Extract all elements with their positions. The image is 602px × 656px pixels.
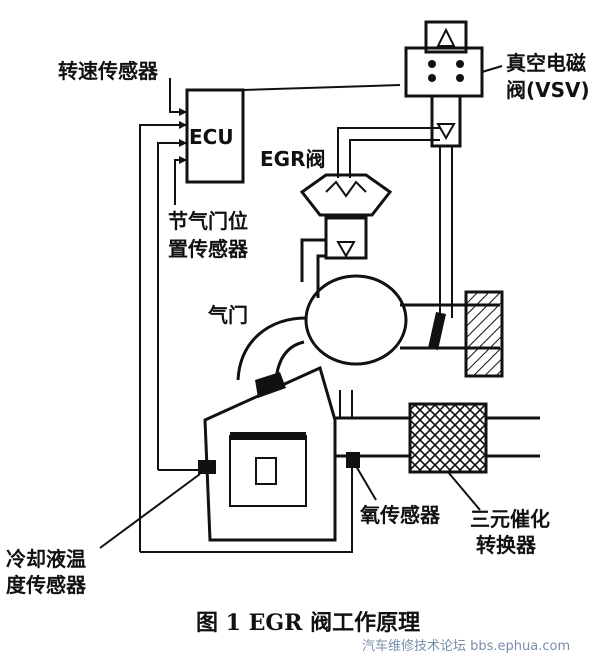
vsv-coil-dot xyxy=(428,74,436,82)
vsv-coil-dot xyxy=(456,74,464,82)
vsv-coil-dot xyxy=(456,60,464,68)
engine-block xyxy=(203,365,337,542)
ecu-input-wire-3 xyxy=(174,159,187,205)
vsv-label-2: 阀(VSV) xyxy=(506,78,590,102)
throttle-body xyxy=(304,274,408,366)
converter-label-1: 三元催化 xyxy=(470,507,550,531)
throttle-sensor-label-1: 节气门位 xyxy=(168,209,248,233)
air-filter xyxy=(464,290,504,378)
vsv-cap xyxy=(424,20,468,54)
coolant-sensor-label-1: 冷却液温 xyxy=(6,547,86,571)
oxygen-sensor-body xyxy=(346,452,360,468)
ecu-input-wire-2 xyxy=(157,142,187,470)
egr-valve-diaphragm xyxy=(299,173,393,217)
ecu-input-arrow-2 xyxy=(179,139,187,147)
vsv-coil-dot xyxy=(428,60,436,68)
converter-pointer xyxy=(447,471,481,511)
vsv-pointer xyxy=(481,65,503,73)
coolant-sensor-label-2: 度传感器 xyxy=(6,573,87,597)
intake-label: 气门 xyxy=(207,303,248,327)
ecu-input-arrow-3 xyxy=(179,156,187,164)
speed-sensor-arrow xyxy=(179,108,187,116)
vsv-label-1: 真空电磁 xyxy=(506,51,586,75)
egr-valve-arrow xyxy=(336,241,356,259)
vsv-top-arrow xyxy=(436,27,456,47)
egr-valve-spring xyxy=(325,180,367,198)
speed-sensor-wire xyxy=(169,78,187,113)
oxygen-sensor-label: 氧传感器 xyxy=(359,503,441,527)
ecu-input-arrow-1 xyxy=(179,121,187,129)
ecu-input-wire-1 xyxy=(139,124,187,552)
ecu-vsv-wire xyxy=(242,84,401,91)
vacuum-line-egr xyxy=(337,127,440,178)
oxygen-sensor-wire xyxy=(140,468,353,553)
throttle-plate xyxy=(428,312,446,350)
exhaust-pipe xyxy=(335,416,540,458)
egr-valve-label: EGR阀 xyxy=(260,147,325,171)
figure-caption: 图 1 EGR 阀工作原理 xyxy=(196,610,420,636)
piston xyxy=(229,435,307,507)
vsv-body xyxy=(404,46,484,98)
vacuum-line-vsv xyxy=(439,146,453,318)
speed-sensor-label: 转速传感器 xyxy=(58,59,159,83)
coolant-sensor-body xyxy=(198,460,216,474)
intake-valve xyxy=(255,372,286,398)
piston-top xyxy=(230,432,306,440)
ecu-label: ECU xyxy=(189,125,234,149)
intake-manifold xyxy=(236,316,307,381)
oxygen-pointer xyxy=(355,465,377,501)
converter-label-2: 转换器 xyxy=(476,533,537,557)
egr-valve-body xyxy=(324,216,368,260)
vsv-stem xyxy=(430,94,462,148)
piston-pin xyxy=(255,457,277,485)
throttle-sensor-label-2: 置传感器 xyxy=(168,237,249,261)
coolant-pointer xyxy=(99,473,201,549)
ecu-box xyxy=(185,88,245,184)
catalytic-converter xyxy=(408,402,488,474)
egr-recirc-pipe xyxy=(300,238,326,298)
egr-exhaust-tap xyxy=(339,390,353,418)
vsv-bottom-arrow xyxy=(436,123,456,141)
watermark: 汽车维修技术论坛 bbs.ephua.com xyxy=(362,638,570,654)
